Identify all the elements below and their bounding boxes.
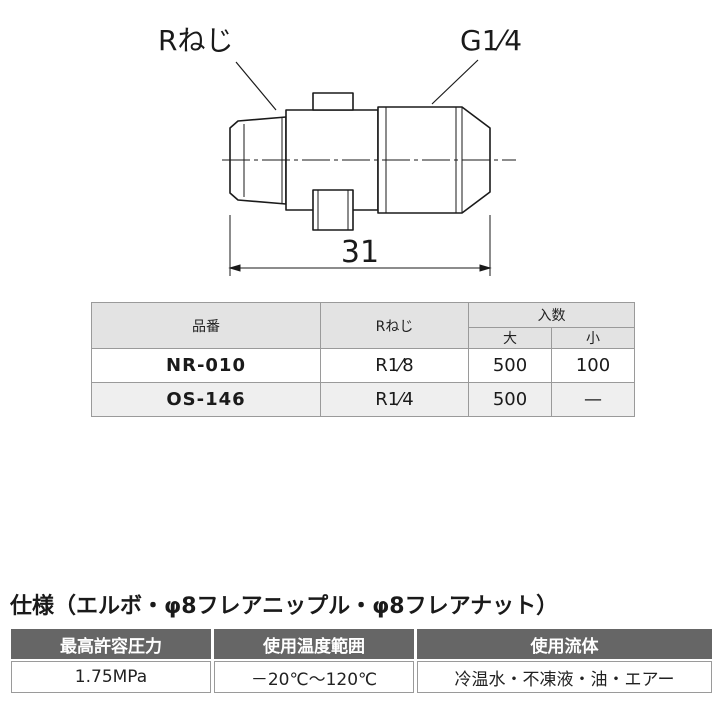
product-table: 品番 Rねじ 入数 大 小 NR-010 R1⁄8 500 100 OS-146… xyxy=(91,302,635,417)
part-no-cell: OS-146 xyxy=(91,382,321,417)
thread-cell: R1⁄8 xyxy=(320,348,469,383)
header-large: 大 xyxy=(468,327,552,349)
leader-line-right xyxy=(431,59,479,105)
left-thread-label: Rねじ xyxy=(158,24,233,57)
spec-value-pressure: 1.75MPa xyxy=(11,661,211,693)
fitting-technical-drawing: Rねじ G1⁄4 31 xyxy=(158,24,522,276)
spec-header-fluid: 使用流体 xyxy=(417,629,712,659)
part-no-cell: NR-010 xyxy=(91,348,321,383)
length-dimension: 31 xyxy=(341,235,379,270)
table-row: NR-010 R1⁄8 500 100 xyxy=(91,348,635,383)
spec-table: 最高許容圧力 使用温度範囲 使用流体 1.75MPa －20℃～120℃ 冷温水… xyxy=(8,627,715,695)
leader-line-left xyxy=(235,61,277,111)
header-quantity: 入数 xyxy=(468,302,635,328)
spec-value-fluid: 冷温水・不凍液・油・エアー xyxy=(417,661,712,693)
spec-header-pressure: 最高許容圧力 xyxy=(11,629,211,659)
dimension-line xyxy=(228,215,492,276)
table-row: OS-146 R1⁄4 500 — xyxy=(91,382,635,417)
large-qty-cell: 500 xyxy=(468,348,552,383)
fitting-outline xyxy=(229,92,491,231)
small-qty-cell: 100 xyxy=(551,348,635,383)
large-qty-cell: 500 xyxy=(468,382,552,417)
header-small: 小 xyxy=(551,327,635,349)
right-thread-label: G1⁄4 xyxy=(460,24,522,57)
header-part-no: 品番 xyxy=(91,302,321,349)
spec-title: 仕様（エルボ・φ8フレアニップル・φ8フレアナット） xyxy=(10,594,559,619)
header-thread: Rねじ xyxy=(320,302,469,349)
thread-cell: R1⁄4 xyxy=(320,382,469,417)
small-qty-cell: — xyxy=(551,382,635,417)
spec-header-temperature: 使用温度範囲 xyxy=(214,629,414,659)
spec-value-temperature: －20℃～120℃ xyxy=(214,661,414,693)
